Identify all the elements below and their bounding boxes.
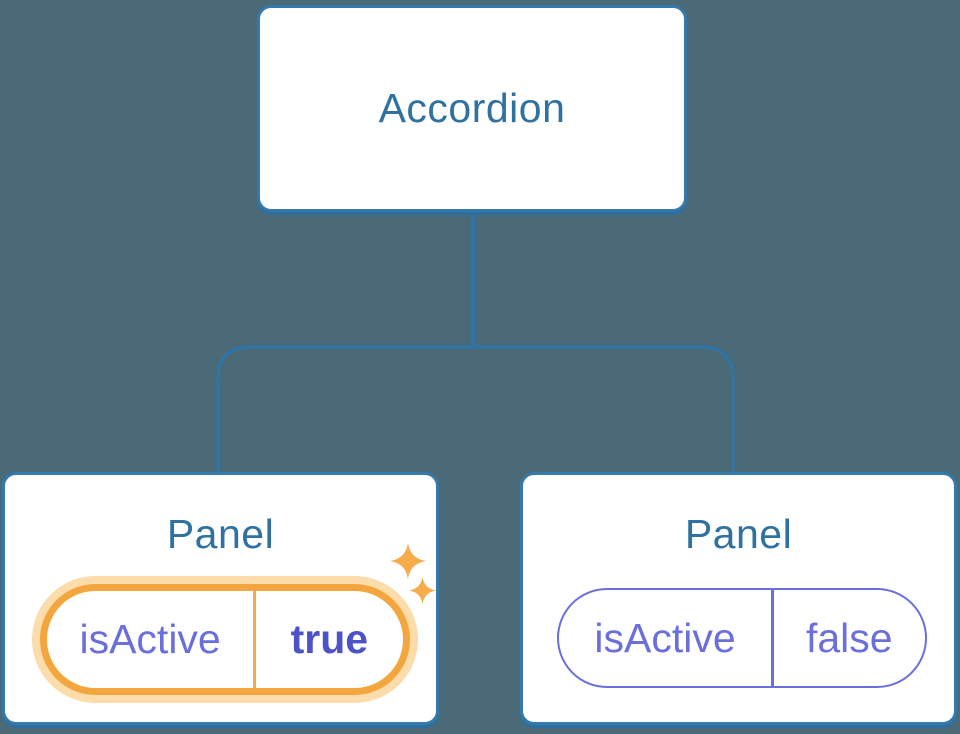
- state-pill-divider: [253, 591, 256, 688]
- state-pill-inactive: isActive false: [557, 588, 927, 688]
- state-pill-active: isActive true: [40, 584, 410, 695]
- branch-lines: [216, 345, 735, 474]
- state-value-label: true: [290, 616, 369, 662]
- panel-node-label: Panel: [166, 511, 275, 557]
- state-pill-divider: [771, 590, 774, 686]
- panel-node-inactive: Panel isActive false: [520, 472, 957, 725]
- accordion-node: Accordion: [257, 5, 687, 212]
- sparkle-icon-small: [409, 577, 436, 604]
- panel-node-active: Panel isActive true: [2, 472, 439, 725]
- state-name-label: isActive: [594, 614, 736, 661]
- accordion-node-label: Accordion: [378, 85, 566, 131]
- state-name-label: isActive: [79, 616, 221, 662]
- panel-node-label: Panel: [684, 511, 793, 557]
- state-value-label: false: [805, 614, 893, 661]
